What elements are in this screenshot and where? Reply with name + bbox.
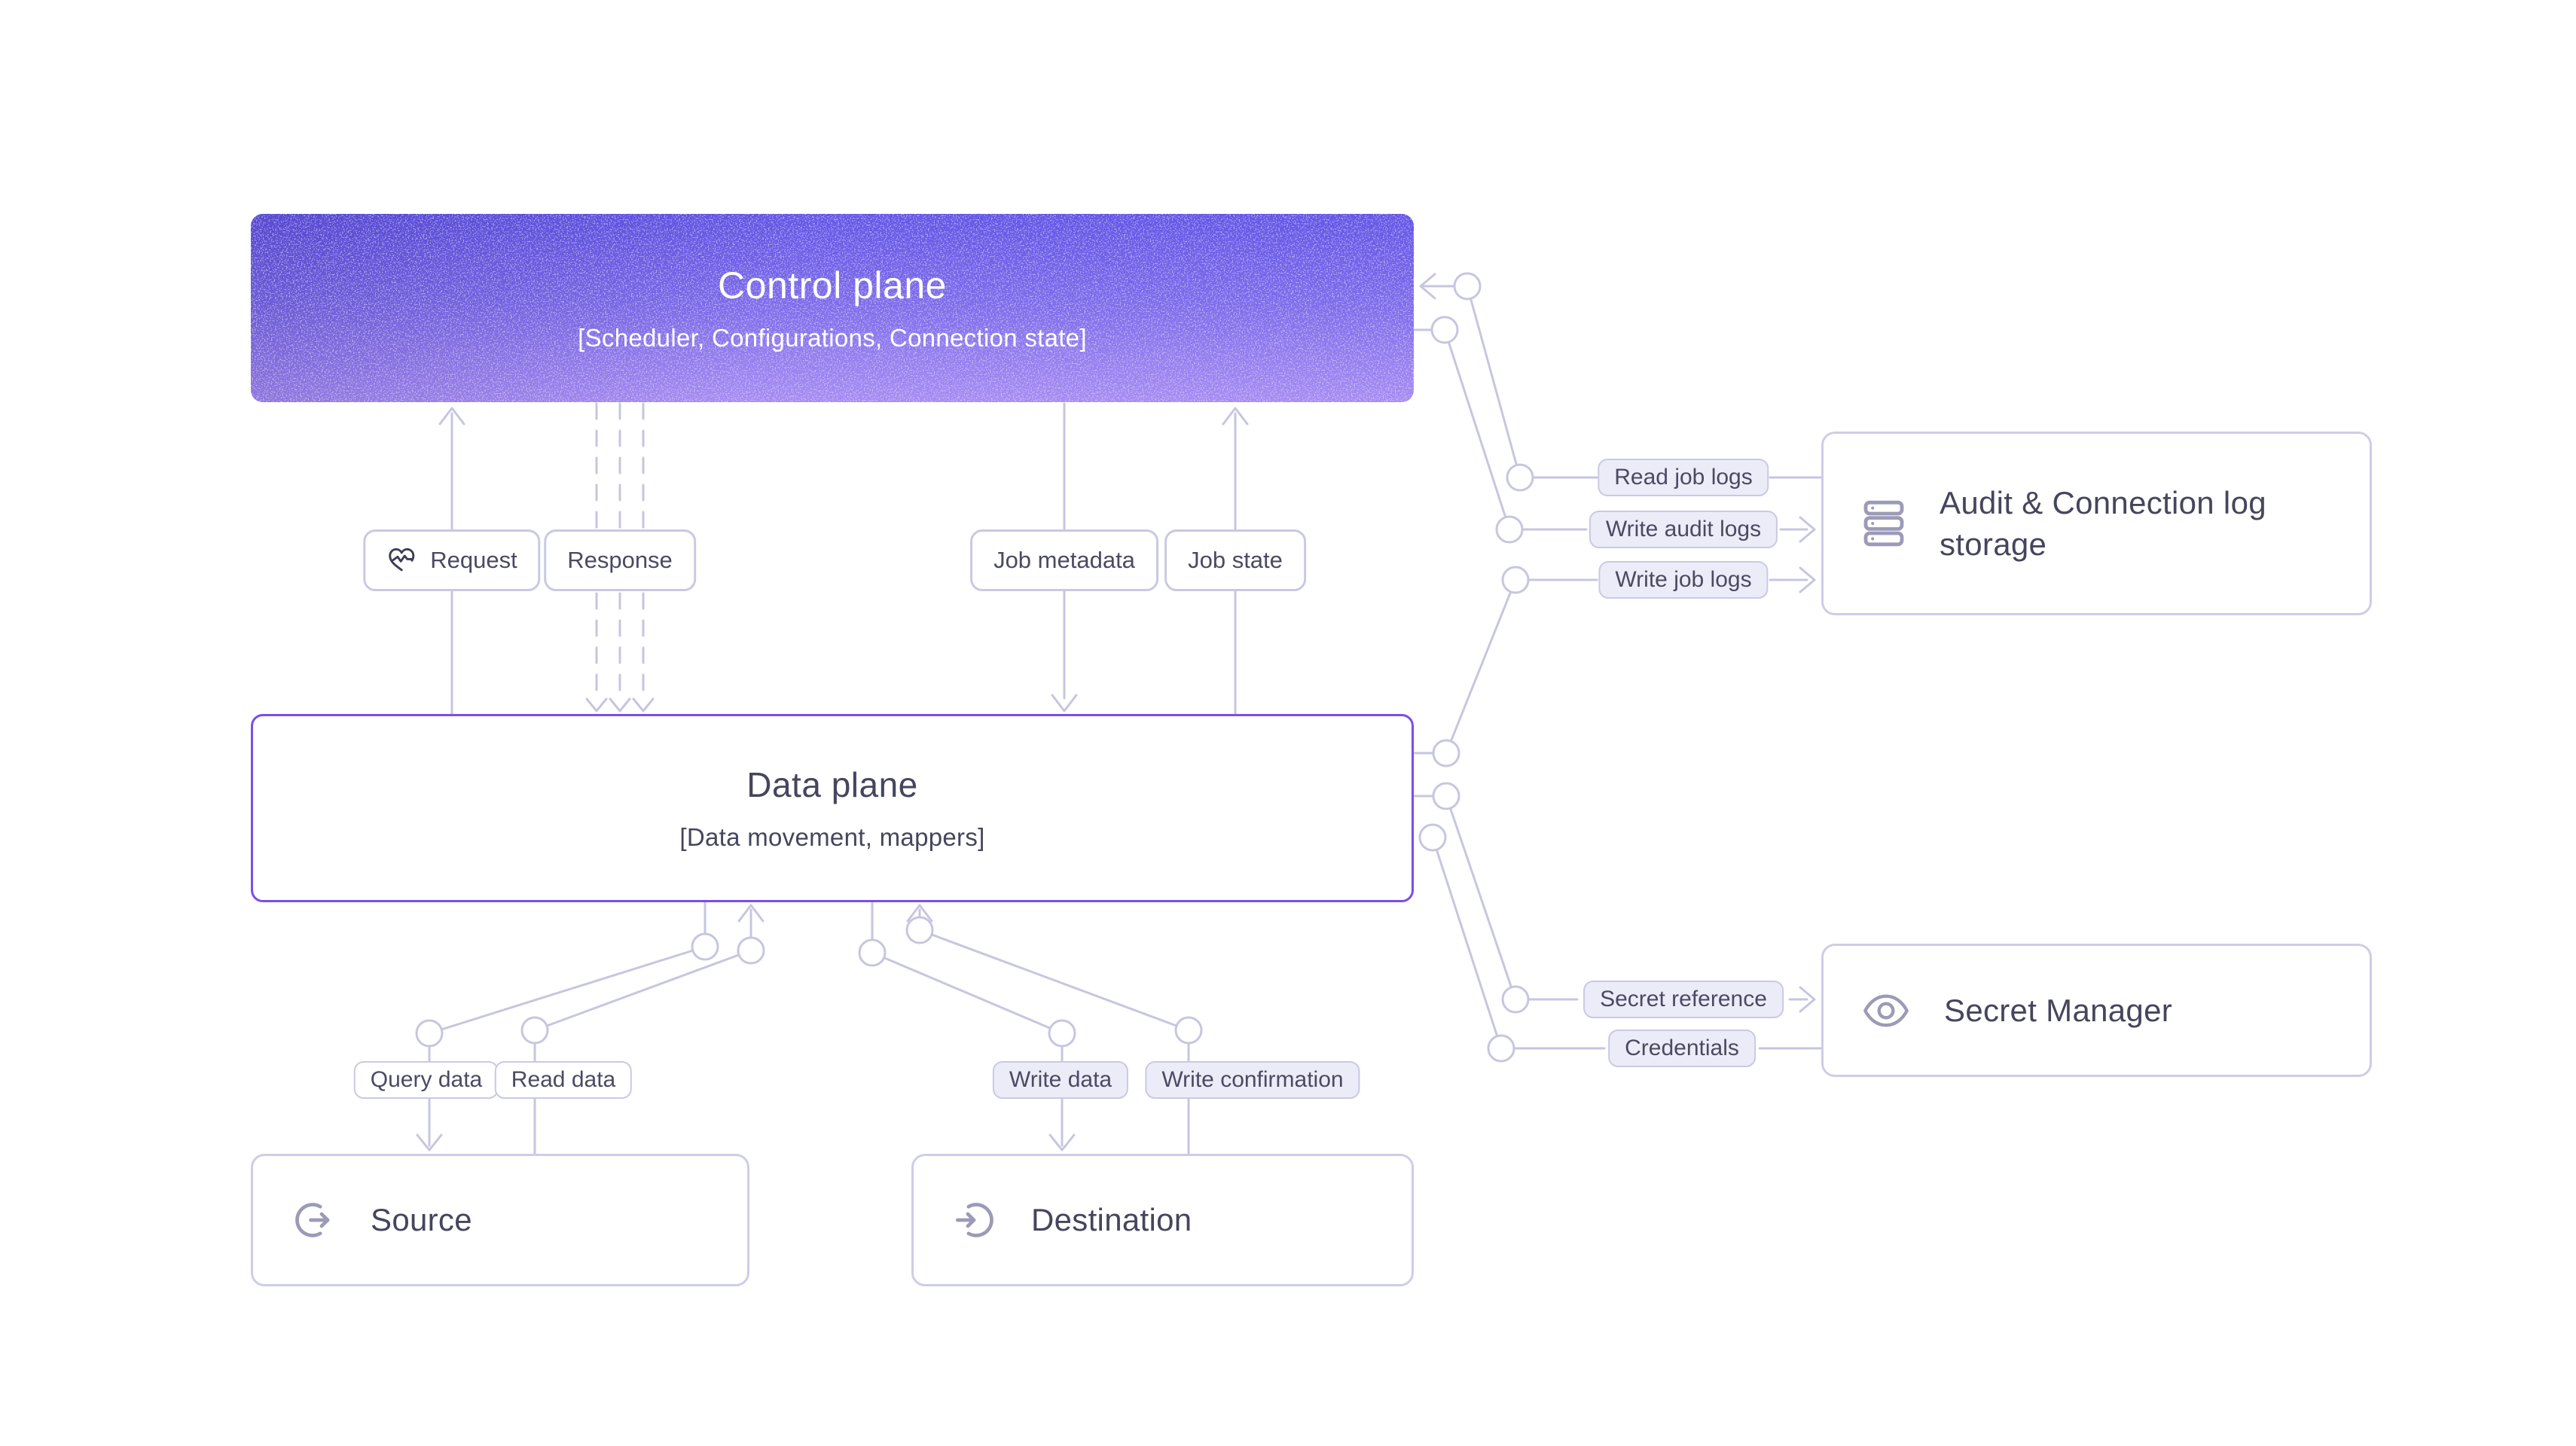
connector-node <box>1495 515 1524 544</box>
job-state-arrowhead <box>1222 407 1249 426</box>
write-job-logs-arrowhead <box>1799 566 1816 593</box>
connector-node <box>1432 782 1460 810</box>
credentials-line <box>1423 836 1823 1050</box>
connector-node <box>1501 985 1530 1014</box>
read-data-label: Read data <box>494 1061 633 1099</box>
read-job-logs-arrowhead <box>1419 273 1436 300</box>
write-confirmation-line <box>918 908 1190 1155</box>
response-arrowhead <box>585 697 608 712</box>
connector-node <box>1432 739 1460 767</box>
eye-icon <box>1863 993 1909 1027</box>
write-audit-logs-arrowhead <box>1799 516 1816 543</box>
write-job-logs-line <box>1412 578 1808 755</box>
query-data-label-text: Query data <box>370 1067 483 1092</box>
connector-node <box>1501 566 1530 594</box>
connector-node <box>1506 463 1534 492</box>
read-job-logs-line <box>1422 285 1823 479</box>
write-audit-logs-label-text: Write audit logs <box>1605 517 1762 541</box>
connector-node <box>1418 823 1447 852</box>
request-arrowhead <box>438 407 465 426</box>
heart-pulse-icon <box>389 548 415 572</box>
read-data-arrowhead <box>737 904 765 923</box>
data-plane-subtitle: [Data movement, mappers] <box>679 823 985 851</box>
write-audit-logs-line <box>1412 328 1808 531</box>
query-data-label: Query data <box>353 1061 499 1099</box>
read-job-logs-label-text: Read job logs <box>1614 465 1753 490</box>
noise-texture <box>251 214 1414 402</box>
write-audit-logs-label: Write audit logs <box>1589 511 1778 548</box>
read-job-logs-label: Read job logs <box>1598 459 1769 496</box>
import-arrow-circle-icon <box>955 1203 993 1237</box>
connector-node <box>1174 1016 1203 1045</box>
data-plane-box: Data plane [Data movement, mappers] <box>251 714 1414 902</box>
job-state-label: Job state <box>1164 529 1306 591</box>
read-data-label-text: Read data <box>511 1067 616 1092</box>
connector-node <box>905 916 934 944</box>
query-data-arrowhead <box>416 1133 443 1152</box>
response-arrowhead <box>609 697 631 712</box>
write-data-label-text: Write data <box>1009 1067 1113 1092</box>
job-metadata-arrowhead <box>1051 694 1078 712</box>
write-confirmation-label: Write confirmation <box>1145 1061 1360 1099</box>
query-data-line <box>428 901 707 1147</box>
destination-title: Destination <box>1031 1202 1192 1238</box>
secret-reference-label: Secret reference <box>1583 981 1784 1018</box>
write-confirmation-arrowhead <box>906 904 933 923</box>
connector-node <box>1453 272 1482 300</box>
connector-node <box>415 1019 444 1048</box>
source-box: Source <box>251 1154 749 1286</box>
control-plane-title: Control plane <box>718 264 947 307</box>
connector-node <box>737 936 765 965</box>
destination-box: Destination <box>911 1154 1414 1286</box>
credentials-label: Credentials <box>1608 1030 1756 1067</box>
connector-node <box>858 938 887 967</box>
write-data-arrowhead <box>1048 1133 1076 1152</box>
request-label: Request <box>363 529 541 591</box>
connector-node <box>1430 316 1459 344</box>
secret-manager-title: Secret Manager <box>1944 992 2173 1028</box>
secret-reference-line <box>1412 795 1808 1001</box>
connector-node <box>691 932 719 961</box>
job-metadata-label-text: Job metadata <box>993 547 1135 573</box>
export-arrow-circle-icon <box>295 1203 330 1237</box>
connector-node <box>520 1016 549 1045</box>
write-data-line <box>871 901 1064 1147</box>
secret-manager-box: Secret Manager <box>1821 944 2372 1077</box>
request-label-text: Request <box>430 547 517 573</box>
response-arrowhead <box>632 697 655 712</box>
response-label-text: Response <box>567 547 673 573</box>
connector-node <box>1487 1034 1515 1063</box>
write-job-logs-label-text: Write job logs <box>1615 567 1752 592</box>
job-metadata-label: Job metadata <box>970 529 1158 591</box>
control-plane-box: Control plane [Scheduler, Configurations… <box>251 214 1414 402</box>
audit-log-storage-title: Audit & Connection log storage <box>1940 484 2266 562</box>
audit-log-storage-box: Audit & Connection log storage <box>1821 432 2372 615</box>
write-confirmation-label-text: Write confirmation <box>1161 1067 1344 1092</box>
write-job-logs-label: Write job logs <box>1598 561 1769 599</box>
data-plane-title: Data plane <box>746 765 918 804</box>
response-label: Response <box>544 529 696 591</box>
job-state-label-text: Job state <box>1188 547 1283 573</box>
control-plane-subtitle: [Scheduler, Configurations, Connection s… <box>578 324 1087 352</box>
connector-node <box>1048 1019 1076 1048</box>
server-stack-icon <box>1863 500 1904 547</box>
secret-reference-arrowhead <box>1799 986 1816 1013</box>
read-data-line <box>533 908 752 1155</box>
source-title: Source <box>371 1202 472 1238</box>
write-data-label: Write data <box>992 1061 1129 1099</box>
secret-reference-label-text: Secret reference <box>1600 987 1767 1011</box>
credentials-label-text: Credentials <box>1625 1036 1739 1060</box>
